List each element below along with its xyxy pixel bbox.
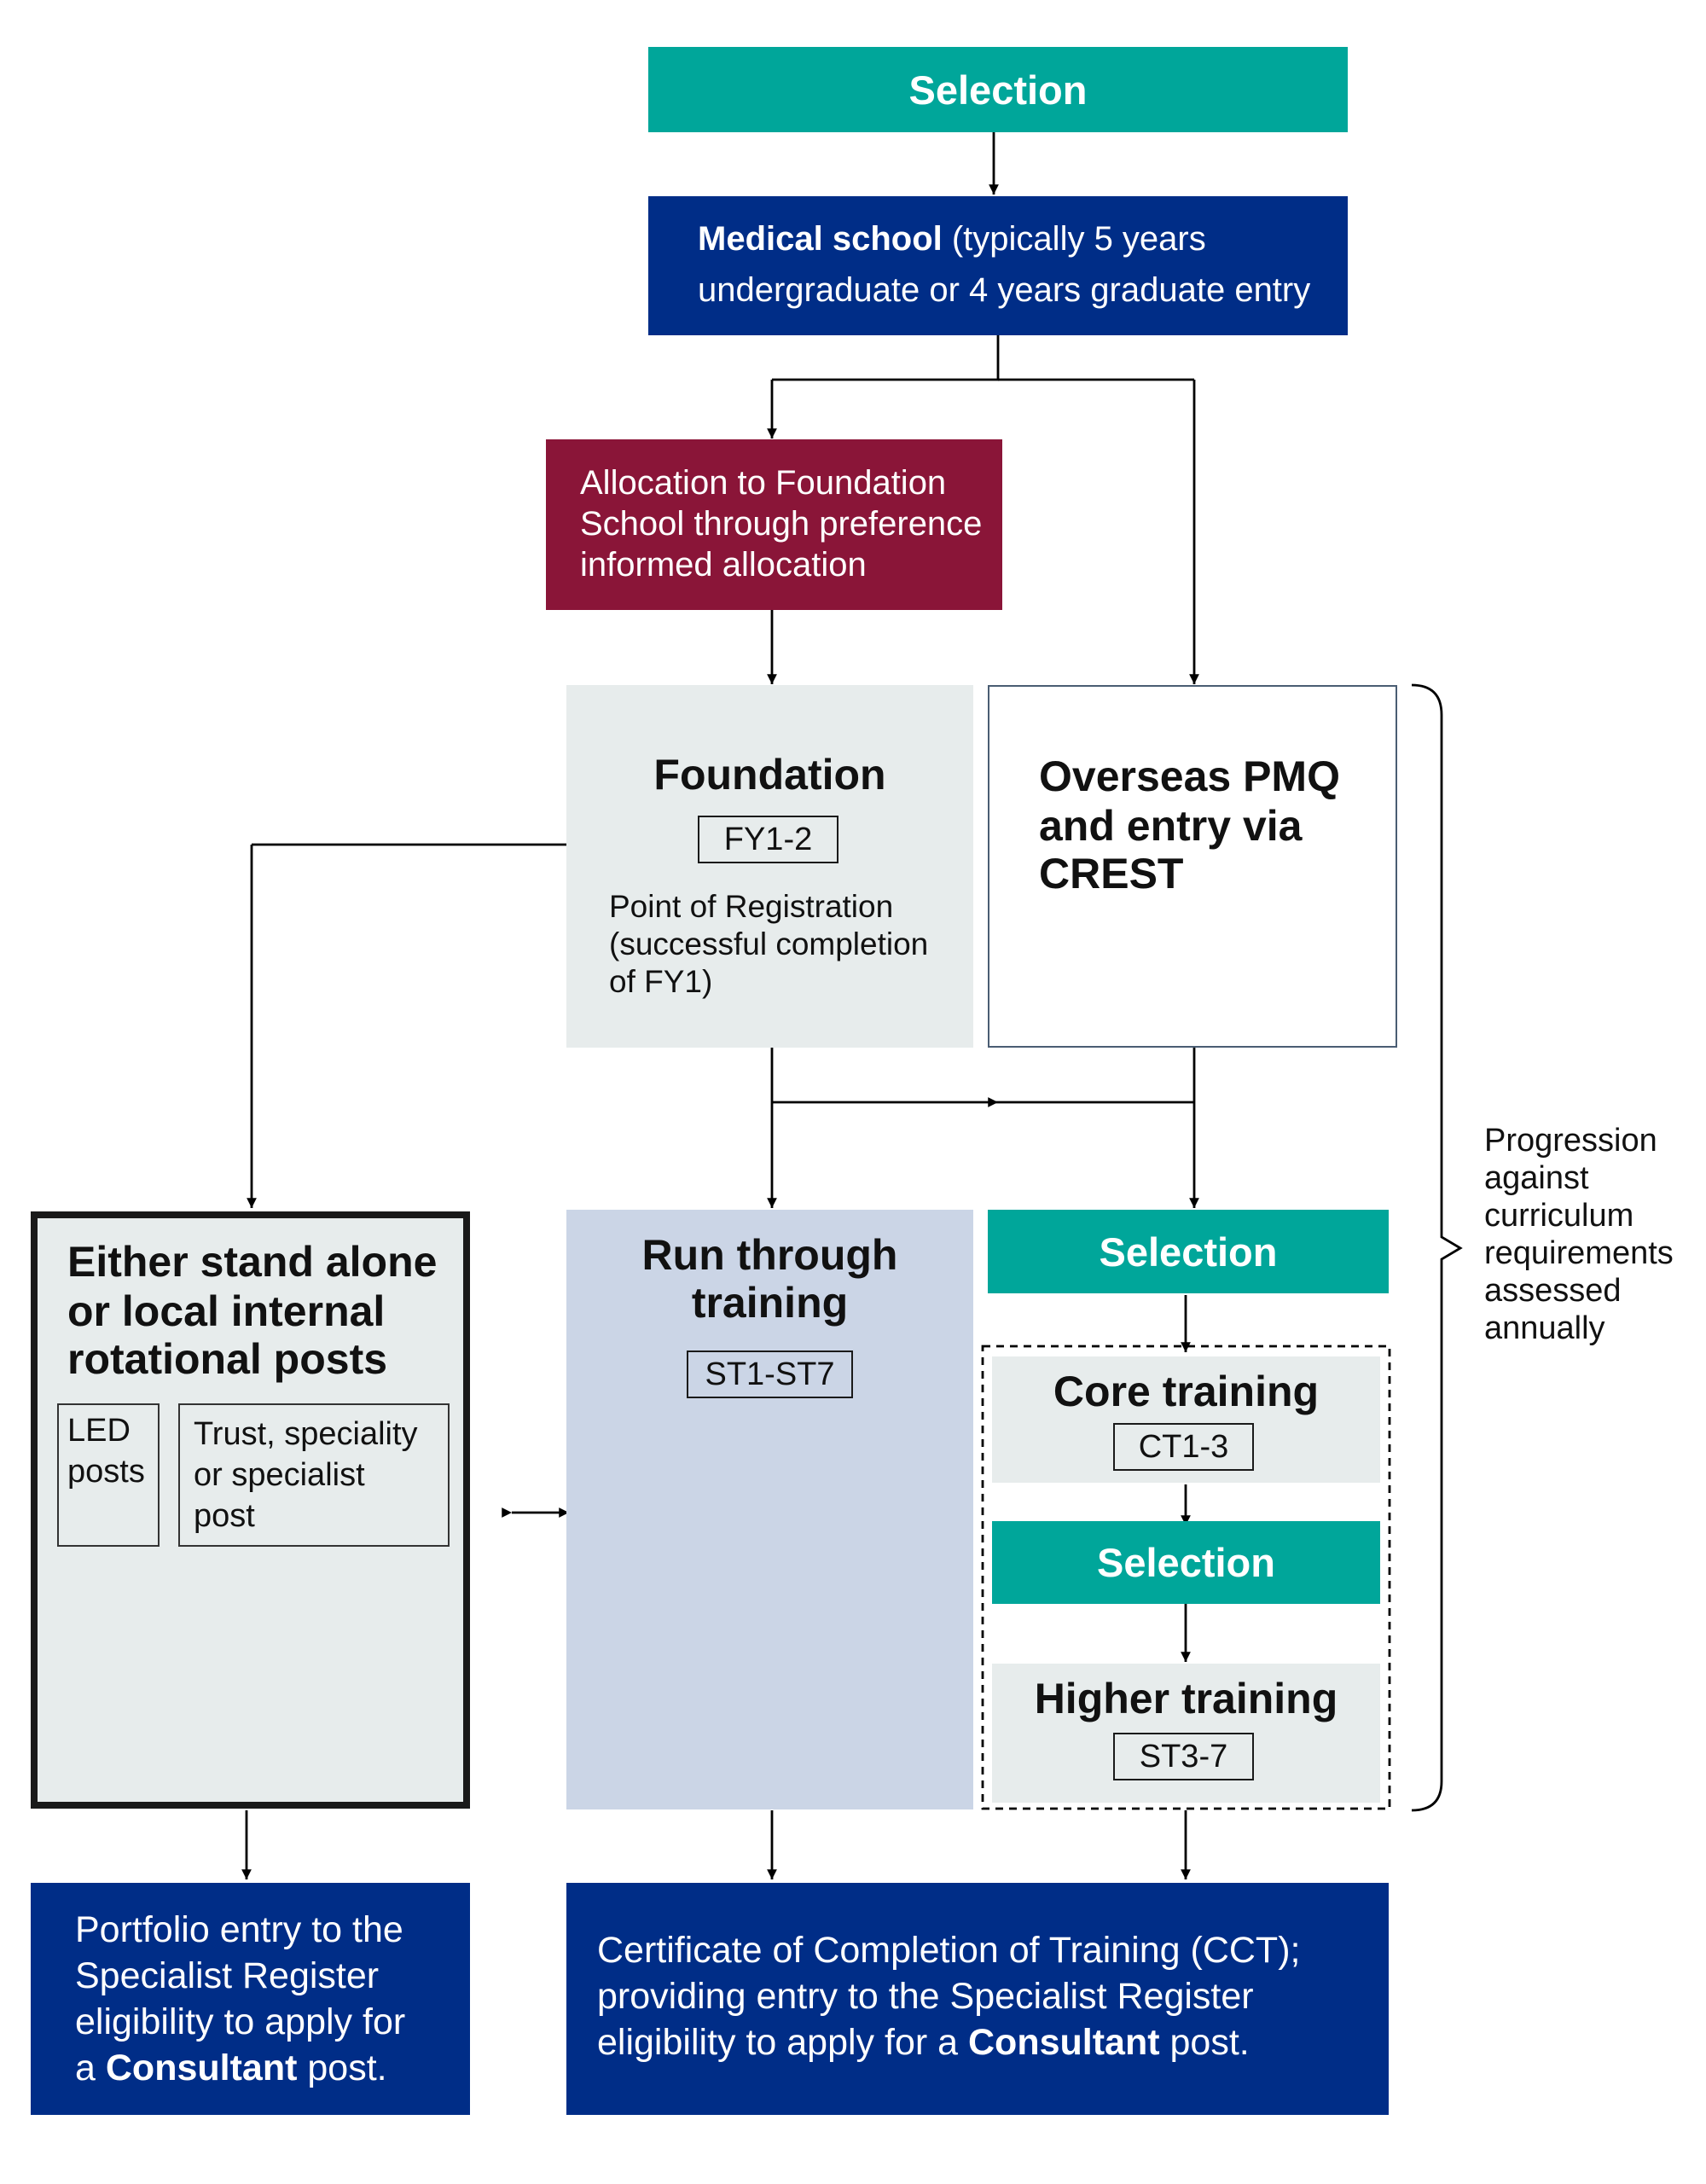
medical-school-bold: Medical school <box>698 220 943 258</box>
run-through-title-line2: training <box>691 1279 849 1327</box>
allocation-box: Allocation to Foundation School through … <box>546 439 1002 610</box>
allocation-line1: Allocation to Foundation <box>580 464 947 502</box>
medical-school-line2: undergraduate or 4 years graduate entry <box>698 271 1311 309</box>
selection-low-label: Selection <box>1097 1540 1275 1585</box>
foundation-box: Foundation FY1-2 Point of Registration (… <box>566 685 973 1048</box>
allocation-line2: School through preference <box>580 505 983 543</box>
run-through-box: Run through training ST1-ST7 <box>566 1210 973 1809</box>
cct-box: Certificate of Completion of Training (C… <box>566 1883 1389 2115</box>
higher-training-box: Higher training ST3-7 <box>992 1664 1380 1803</box>
cct-line3-pre: eligibility to apply for a <box>597 2022 968 2063</box>
trust-post-line1: Trust, speciality <box>194 1416 418 1452</box>
selection-top-label: Selection <box>908 67 1088 113</box>
portfolio-line3: eligibility to apply for <box>75 2001 406 2042</box>
foundation-note-line1: Point of Registration <box>609 889 894 924</box>
cct-line1: Certificate of Completion of Training (C… <box>597 1930 1301 1971</box>
progression-line1: Progression <box>1484 1123 1657 1159</box>
standalone-title-line3: rotational posts <box>67 1335 388 1383</box>
higher-training-tag: ST3-7 <box>1113 1733 1254 1780</box>
selection-top-box: Selection <box>648 47 1348 132</box>
portfolio-line1: Portfolio entry to the <box>75 1909 403 1950</box>
portfolio-line4-post: post. <box>297 2048 387 2088</box>
standalone-box: Either stand alone or local internal rot… <box>31 1211 470 1809</box>
core-training-title: Core training <box>1053 1368 1320 1415</box>
progression-line2: against <box>1484 1160 1589 1196</box>
led-posts-line2: posts <box>67 1454 145 1490</box>
foundation-title: Foundation <box>653 751 886 799</box>
connector-medical-school-branch <box>772 335 1000 381</box>
foundation-note-line3: of FY1) <box>609 964 713 999</box>
progression-line4: requirements <box>1484 1235 1674 1271</box>
selection-mid-label: Selection <box>1099 1228 1278 1275</box>
portfolio-line2: Specialist Register <box>75 1955 380 1996</box>
selection-low-box: Selection <box>992 1521 1380 1604</box>
led-posts-line1: LED <box>67 1413 131 1449</box>
cct-line2: providing entry to the Specialist Regist… <box>597 1976 1254 2017</box>
standalone-title-line2: or local internal <box>67 1287 386 1335</box>
run-through-title-line1: Run through <box>641 1231 898 1279</box>
core-higher-dashed-outline <box>981 1345 1391 1810</box>
trust-post-line3: post <box>194 1498 255 1534</box>
progression-line5: assessed <box>1484 1273 1622 1309</box>
cct-line3-post: post. <box>1159 2022 1250 2063</box>
medical-school-line1: Medical school (typically 5 years <box>698 213 1206 264</box>
progression-line6: annually <box>1484 1310 1605 1346</box>
overseas-line2: and entry via <box>1039 802 1303 850</box>
portfolio-line4-pre: a <box>75 2048 106 2088</box>
portfolio-consultant-bold: Consultant <box>105 2048 298 2088</box>
core-training-box: Core training CT1-3 <box>992 1356 1380 1483</box>
higher-training-title: Higher training <box>1034 1675 1338 1722</box>
medical-school-line1-rest: (typically 5 years <box>942 220 1206 258</box>
trust-post-line2: or specialist <box>194 1457 365 1493</box>
cct-line3: eligibility to apply for a Consultant po… <box>597 2019 1250 2065</box>
selection-mid-box: Selection <box>988 1210 1389 1293</box>
progression-line3: curriculum <box>1484 1198 1634 1234</box>
cct-consultant-bold: Consultant <box>968 2022 1160 2063</box>
overseas-line1: Overseas PMQ <box>1039 752 1340 800</box>
trust-post-box: Trust, speciality or specialist post <box>178 1403 450 1547</box>
allocation-line3: informed allocation <box>580 546 867 584</box>
led-posts-box: LED posts <box>57 1403 160 1547</box>
foundation-note-line2: (successful completion <box>609 926 929 961</box>
progression-label: Progression against curriculum requireme… <box>1484 1122 1674 1347</box>
core-training-tag: CT1-3 <box>1113 1423 1254 1471</box>
overseas-box: Overseas PMQ and entry via CREST <box>988 685 1397 1048</box>
standalone-title-line1: Either stand alone <box>67 1238 438 1286</box>
foundation-tag: FY1-2 <box>698 816 838 863</box>
medical-school-box: Medical school (typically 5 years underg… <box>648 196 1348 335</box>
portfolio-box: Portfolio entry to the Specialist Regist… <box>31 1883 470 2115</box>
portfolio-line4: a Consultant post. <box>75 2045 387 2091</box>
run-through-tag: ST1-ST7 <box>687 1350 853 1398</box>
progression-bracket <box>1411 683 1463 1812</box>
overseas-line3: CREST <box>1039 850 1184 897</box>
